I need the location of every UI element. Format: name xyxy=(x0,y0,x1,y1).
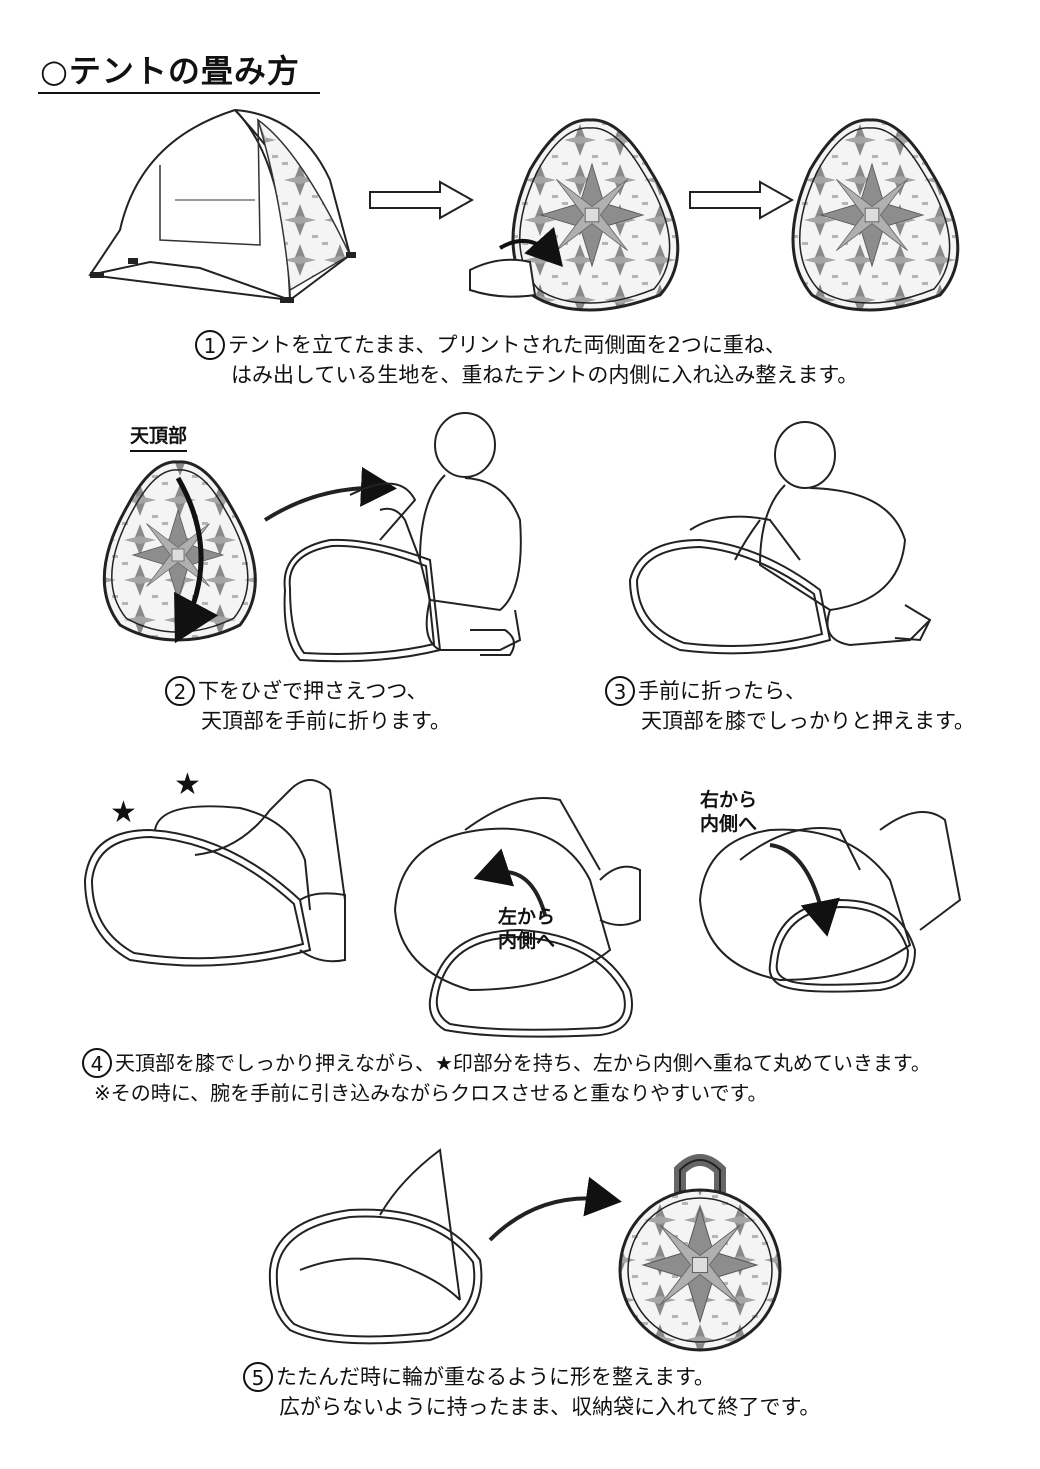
step-number-badge: 1 xyxy=(195,330,225,360)
step-3-line2: 天頂部を膝でしっかりと押えます。 xyxy=(641,709,975,733)
from-left-line2: 内側へ xyxy=(498,930,556,952)
from-left-line1: 左から xyxy=(498,906,556,928)
person-pressing-illustration xyxy=(628,421,932,655)
step-1-line1: テントを立てたまま、プリントされた両側面を2つに重ね、 xyxy=(228,333,786,357)
step-2-line2: 天頂部を手前に折ります。 xyxy=(201,709,451,733)
tent-rolling-illustration-a xyxy=(83,779,346,967)
storage-bag-illustration xyxy=(618,1154,782,1352)
step-4-line2: ※その時に、腕を手前に引き込みながらクロスさせると重なりやすいです。 xyxy=(94,1081,768,1105)
arrow-right-icon xyxy=(689,180,795,220)
from-right-line1: 右から xyxy=(700,789,758,811)
star-marker-icon: ★ xyxy=(174,767,201,802)
title-underline xyxy=(38,92,320,94)
step-number-badge: 3 xyxy=(605,676,635,706)
step-4-line1: 天頂部を膝でしっかり押えながら、★印部分を持ち、左から内側へ重ねて丸めていきます… xyxy=(115,1051,931,1075)
tent-folded-side-a xyxy=(469,118,680,312)
step-number-badge: 2 xyxy=(165,676,195,706)
tent-open-illustration xyxy=(88,108,356,303)
step-3-line1: 手前に折ったら、 xyxy=(638,679,806,703)
tent-rolling-illustration-c xyxy=(698,811,962,993)
tent-folded-side-b xyxy=(791,118,960,312)
step-number-badge: 4 xyxy=(82,1048,112,1078)
step-number-badge: 5 xyxy=(243,1362,273,1392)
page-title: ○テントの畳み方 xyxy=(40,52,300,90)
from-right-label: 右から 内側へ xyxy=(700,788,757,836)
apex-label: 天頂部 xyxy=(130,424,188,452)
step-5-line2: 広がらないように持ったまま、収納袋に入れて終了です。 xyxy=(279,1395,821,1419)
step-5-line1: たたんだ時に輪が重なるように形を整えます。 xyxy=(276,1365,715,1389)
step-2-line1: 下をひざで押さえつつ、 xyxy=(198,679,428,703)
from-right-line2: 内側へ xyxy=(700,813,758,835)
tent-apex-diagram xyxy=(102,460,257,644)
person-folding-illustration xyxy=(263,412,522,663)
tent-rolling-illustration-b xyxy=(393,797,641,1038)
tent-rolled-illustration xyxy=(268,1148,622,1345)
step-1-line2: はみ出している生地を、重ねたテントの内側に入れ込み整えます。 xyxy=(231,363,859,387)
from-left-label: 左から 内側へ xyxy=(498,905,555,953)
arrow-right-icon xyxy=(369,180,475,220)
star-marker-icon: ★ xyxy=(110,795,137,830)
